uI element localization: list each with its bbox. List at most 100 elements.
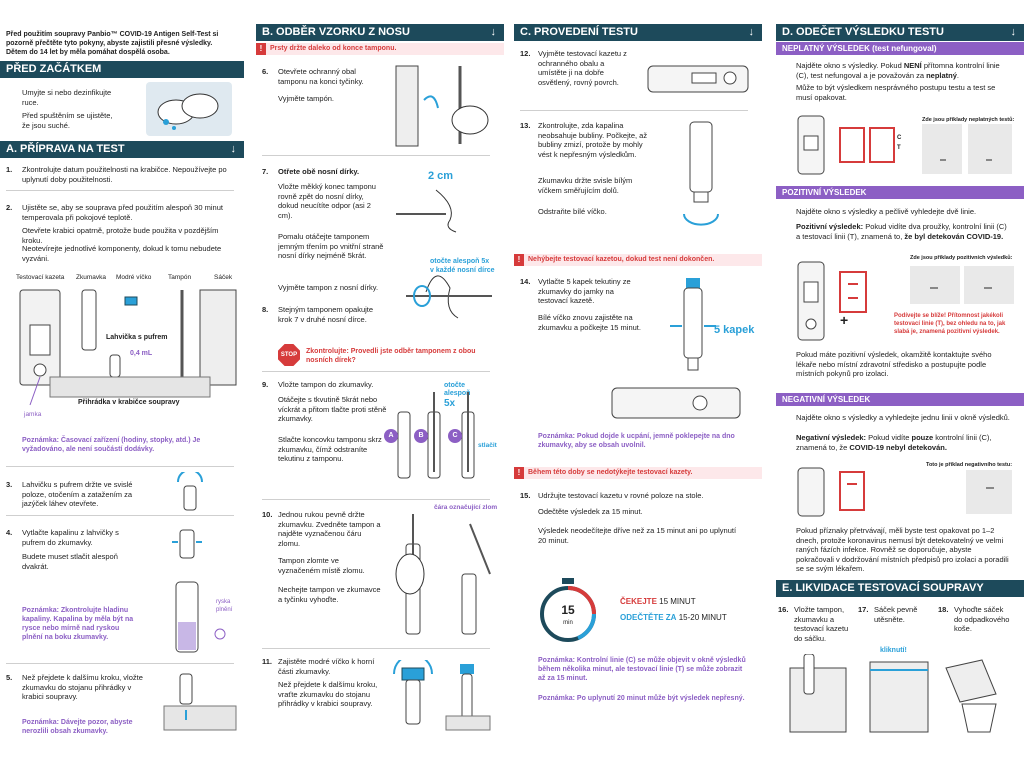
- invalid-text-1a: Najděte okno s výsledky. Pokud: [796, 61, 904, 70]
- positive-text-2c: že byl detekován COVID-19.: [904, 231, 1004, 241]
- rotate-swab-icon: [396, 252, 494, 332]
- vial-label: Lahvička s pufrem: [106, 334, 168, 341]
- step-7-text-b: Pomalu otáčejte tamponem jemným třením p…: [278, 232, 384, 260]
- positive-text-2b: Pokud vidíte dva proužky, kontrolní lini…: [796, 222, 1007, 241]
- nose-profile-icon: [396, 186, 494, 236]
- positive-look-closer: Podívejte se blíže! Přítomnost jakékoli …: [894, 313, 1006, 335]
- holder-label: Přihrádka v krabičce soupravy: [78, 399, 180, 406]
- step-16-number: 16.: [778, 605, 789, 614]
- rotate-5x-label-3: 5x: [444, 398, 456, 409]
- before-header: PŘED ZAČÁTKEM: [0, 61, 244, 78]
- read-label-a: ODEČTĚTE ZA: [620, 613, 677, 622]
- divider: [262, 155, 490, 156]
- down-arrow-icon: ↓: [230, 143, 237, 155]
- step-7-title: Otřete obě nosní dírky.: [278, 167, 360, 176]
- step-12-number: 12.: [520, 49, 531, 58]
- invalid-text-1c: přítomna kontrolní linie (C), test nefun…: [796, 61, 1000, 80]
- step-6-text-a: Otevřete ochranný obal tamponu na konci …: [278, 67, 364, 86]
- step-1-number: 1.: [6, 165, 13, 174]
- before-step-2: Před spuštěním se ujistěte, že jsou such…: [22, 111, 113, 130]
- negative-text-2e: COVID-19 nebyl detekován.: [849, 442, 947, 452]
- warning-icon: !: [256, 43, 266, 55]
- step-15-number: 15.: [520, 491, 531, 500]
- timer-icon: [538, 578, 598, 642]
- positive-text-2a: Pozitivní výsledek:: [796, 222, 864, 231]
- warning-dont-move: ! Nehýbejte testovací kazetou, dokud tes…: [514, 254, 762, 266]
- test-cassette-icon: [644, 56, 752, 100]
- label-swab: Tampón: [168, 274, 192, 281]
- negative-text-2d: kontrolní linii (C), znamená to, že: [796, 433, 992, 452]
- section-a-header: A. PŘÍPRAVA NA TEST ↓: [0, 141, 244, 158]
- step-15-text-c: Výsledek neodečítejte dříve než za 15 mi…: [538, 526, 737, 545]
- note-clog: Poznámka: Pokud dojde k ucpání, jemně po…: [538, 433, 735, 449]
- stop-sign-icon: STOP: [278, 344, 300, 366]
- step-17-number: 17.: [858, 605, 869, 614]
- warning-icon: !: [514, 467, 524, 479]
- section-b-title: B. ODBĚR VZORKU Z NOSU: [262, 26, 410, 38]
- add-drops-illustration: [604, 276, 754, 426]
- step-15-text-b: Odečtěte výsledek za 15 minut.: [538, 507, 643, 516]
- negative-result-header: NEGATIVNÍ VÝSLEDEK: [776, 393, 1024, 406]
- step-10-text-c: Nechejte tampon ve zkumavce a tyčinku vy…: [278, 585, 381, 604]
- timer-unit: min: [563, 620, 573, 626]
- rotate-5x-label-2: alespoň: [444, 390, 471, 397]
- step-10-text-b: Tampon zlomte ve vyznačeném místě zlomu.: [278, 556, 365, 575]
- step-18-text: Vyhoďte sáček do odpadkového koše.: [954, 605, 1010, 633]
- hand-washing-icon: [146, 82, 232, 136]
- well-label: jamka: [24, 411, 42, 418]
- test-line-label: T: [897, 145, 901, 151]
- timer-minutes: 15: [561, 603, 575, 617]
- step-5-text: Než přejdete k dalšímu kroku, vložte zku…: [22, 673, 143, 701]
- positive-cassette-illustration: [790, 258, 1016, 342]
- invalid-text-2: Může to být výsledkem nesprávného postup…: [796, 83, 996, 102]
- down-arrow-icon: ↓: [490, 26, 497, 38]
- note-20-minutes: Poznámka: Po uplynutí 20 minut může být …: [538, 695, 745, 702]
- intro-line-3: Dětem do 14 let by měla pomáhat dospělá …: [6, 49, 170, 56]
- note-control-line: Poznámka: Kontrolní linie (C) se může ob…: [538, 657, 746, 682]
- negative-text-2b: Pokud vidíte: [866, 433, 912, 442]
- intro-line-1: Před použitím soupravy Panbio™ COVID-19 …: [6, 31, 219, 38]
- positive-examples-label: Zde jsou příklady pozitivních výsledků:: [910, 255, 1013, 261]
- divider: [6, 663, 234, 664]
- divider: [6, 190, 234, 191]
- invalid-result-header: NEPLATNÝ VÝSLEDEK (test nefungoval): [776, 42, 1024, 55]
- step-7-number: 7.: [262, 167, 269, 176]
- wait-label: ČEKEJTE 15 MINUT: [620, 597, 696, 607]
- intro-line-2: pozorně přečtěte tyto pokyny, abyste zaj…: [6, 40, 213, 47]
- positive-text-2: Pozitivní výsledek: Pokud vidíte dva pro…: [796, 222, 1010, 241]
- read-label: ODEČTĚTE ZA 15-20 MINUT: [620, 613, 727, 623]
- negative-example-label: Toto je příklad negativního testu:: [926, 462, 1013, 468]
- blue-cap-tube-illustration: [388, 654, 494, 732]
- step-2-text-b: Otevřete krabici opatrně, protože bude p…: [22, 226, 219, 245]
- step-2-number: 2.: [6, 203, 13, 212]
- fill-line-label-2: plnění: [216, 607, 233, 613]
- step-8-text: Stejným tamponem opakujte krok 7 v druhé…: [278, 305, 374, 324]
- step-9-text-b: Otáčejte s tkvutině 5krát nebo víckrát a…: [278, 395, 387, 423]
- section-b-header: B. ODBĚR VZORKU Z NOSU ↓: [256, 24, 504, 41]
- step-13-text-a: Zkontrolujte, zda kapalina neobsahuje bu…: [538, 121, 648, 159]
- step-13-text-b: Zkumavku držte svisle bílým víčkem směřu…: [538, 176, 633, 195]
- drops-label: 5 kapek: [714, 324, 755, 336]
- negative-text-1: Najděte okno s výsledky a vyhledejte jed…: [796, 413, 1010, 422]
- divider: [6, 466, 234, 467]
- warning-dont-move-text: Nehýbejte testovací kazetou, dokud test …: [528, 256, 715, 263]
- warning-fingers: ! Prsty držte daleko od konce tamponu.: [256, 43, 504, 55]
- divider: [262, 371, 490, 372]
- negative-text-2c: pouze: [911, 433, 934, 442]
- section-c-title: C. PROVEDENÍ TESTU: [520, 26, 638, 38]
- step-2-text-c: Neotevírejte jednotlivé komponenty, doku…: [22, 244, 222, 263]
- down-arrow-icon: ↓: [748, 26, 755, 38]
- divider: [6, 515, 234, 516]
- step-14-text-b: Bílé víčko znovu zajistěte na zkumavku a…: [538, 313, 641, 332]
- control-line-label: C: [897, 135, 902, 141]
- warning-fingers-text: Prsty držte daleko od konce tamponu.: [270, 45, 397, 52]
- step-12-text: Vyjměte testovací kazetu z ochranného ob…: [538, 49, 627, 87]
- step-11-text-b: Než přejdete k dalšímu kroku, vraťte zku…: [278, 680, 378, 708]
- invalid-text-1d: neplatný: [926, 70, 957, 80]
- step-1-text: Zkontrolujte datum použitelnosti na krab…: [22, 165, 227, 184]
- warning-dont-touch: ! Během této doby se nedotýkejte testova…: [514, 467, 762, 479]
- tube-in-holder-icon: [160, 670, 240, 732]
- tube-upside-down-icon: [664, 118, 752, 228]
- column-1: Před použitím soupravy Panbio™ COVID-19 …: [0, 0, 244, 768]
- step-10-number: 10.: [262, 510, 273, 519]
